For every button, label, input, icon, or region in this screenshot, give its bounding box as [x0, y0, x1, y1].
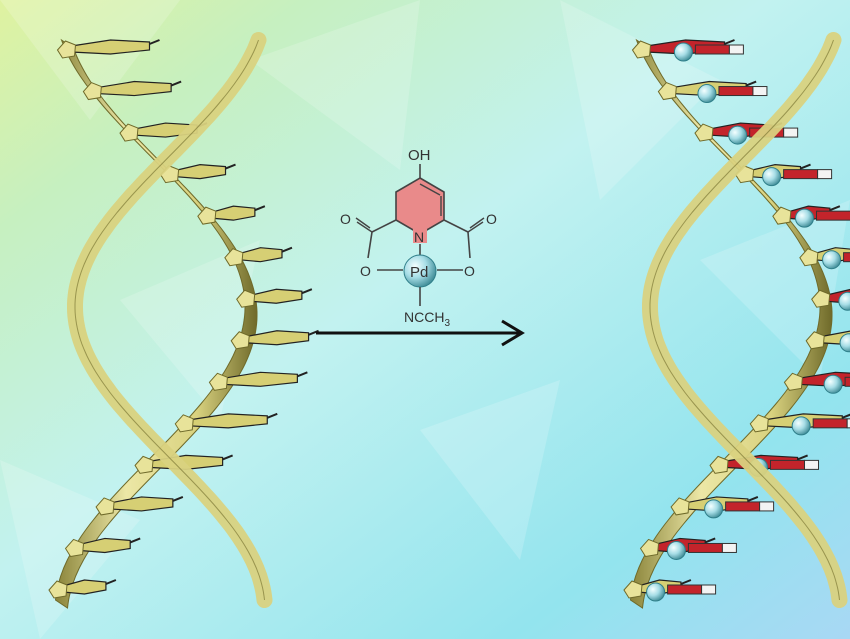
base-pair: [64, 537, 141, 558]
base-pair: [772, 205, 850, 228]
palladium-ion: [839, 333, 850, 353]
palladium-ion: [646, 582, 666, 602]
base-pair: [639, 537, 737, 560]
palladium-ion: [791, 416, 811, 436]
base-pair: [48, 579, 117, 599]
base-pair: [749, 413, 850, 436]
base-pair: [657, 80, 768, 104]
base-pair: [670, 495, 775, 519]
base-pair: [236, 288, 313, 308]
base-pair: [174, 412, 278, 433]
oxygen-label: O: [360, 263, 371, 279]
oxygen-label: O: [464, 263, 475, 279]
oxygen-label: O: [340, 211, 351, 227]
dna-double-helix-icon: [623, 32, 850, 609]
palladium-ion: [728, 125, 748, 145]
acetonitrile-ligand-label: NCCH3: [404, 309, 450, 329]
base-pair: [82, 80, 182, 101]
oxygen-label: O: [486, 211, 497, 227]
base-pair: [224, 246, 293, 267]
base-pair: [95, 495, 184, 516]
nitrogen-label: N: [414, 229, 424, 245]
hydroxyl-label: OH: [408, 147, 431, 164]
base-pair: [230, 329, 319, 350]
base-pair: [197, 205, 266, 225]
palladium-ion: [697, 84, 717, 104]
base-pair: [799, 247, 850, 270]
base-pair: [811, 288, 850, 311]
reaction-arrow: [316, 319, 525, 347]
palladium-ion: [823, 374, 843, 394]
palladium-ion: [673, 42, 693, 62]
dna-double-helix-icon: [48, 32, 319, 609]
base-pair: [783, 371, 850, 394]
base-pair: [734, 163, 833, 187]
palladium-ion: [795, 208, 815, 228]
palladium-ion: [762, 167, 782, 187]
palladium-label: Pd: [410, 264, 428, 281]
palladium-ion: [822, 250, 842, 270]
base-pair: [208, 371, 308, 391]
base-pair: [805, 330, 850, 353]
palladium-complex-structure: OH N O O O O Pd NCCH3: [340, 147, 497, 329]
base-pair: [623, 579, 717, 602]
base-pair: [56, 39, 160, 59]
palladium-ion: [704, 499, 724, 519]
base-pair: [631, 39, 744, 62]
palladium-ion: [838, 291, 850, 311]
palladium-ion: [666, 540, 686, 560]
